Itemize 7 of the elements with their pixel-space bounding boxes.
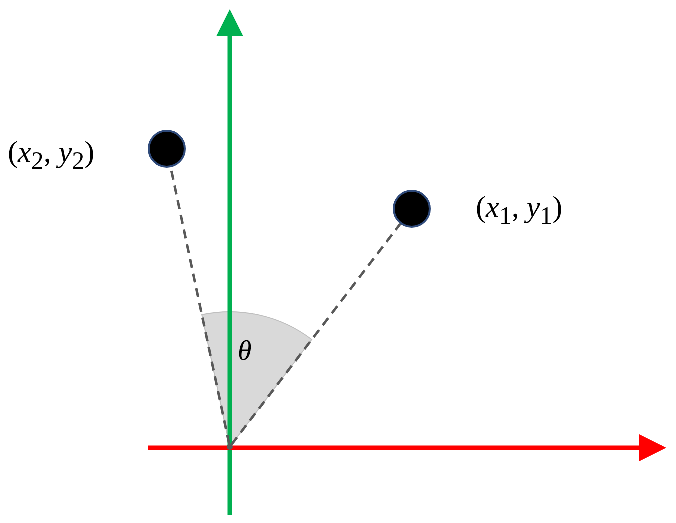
coordinate-label: (x$_{2}$, y$_{2}$): [8, 138, 95, 174]
point-marker: [148, 130, 186, 168]
point-marker: [393, 190, 431, 228]
coordinate-label: (x$_{1}$, y$_{1}$): [476, 193, 563, 229]
origin-point: [227, 444, 233, 450]
angle-label: θ: [238, 338, 252, 366]
dashed-line: [230, 223, 402, 446]
